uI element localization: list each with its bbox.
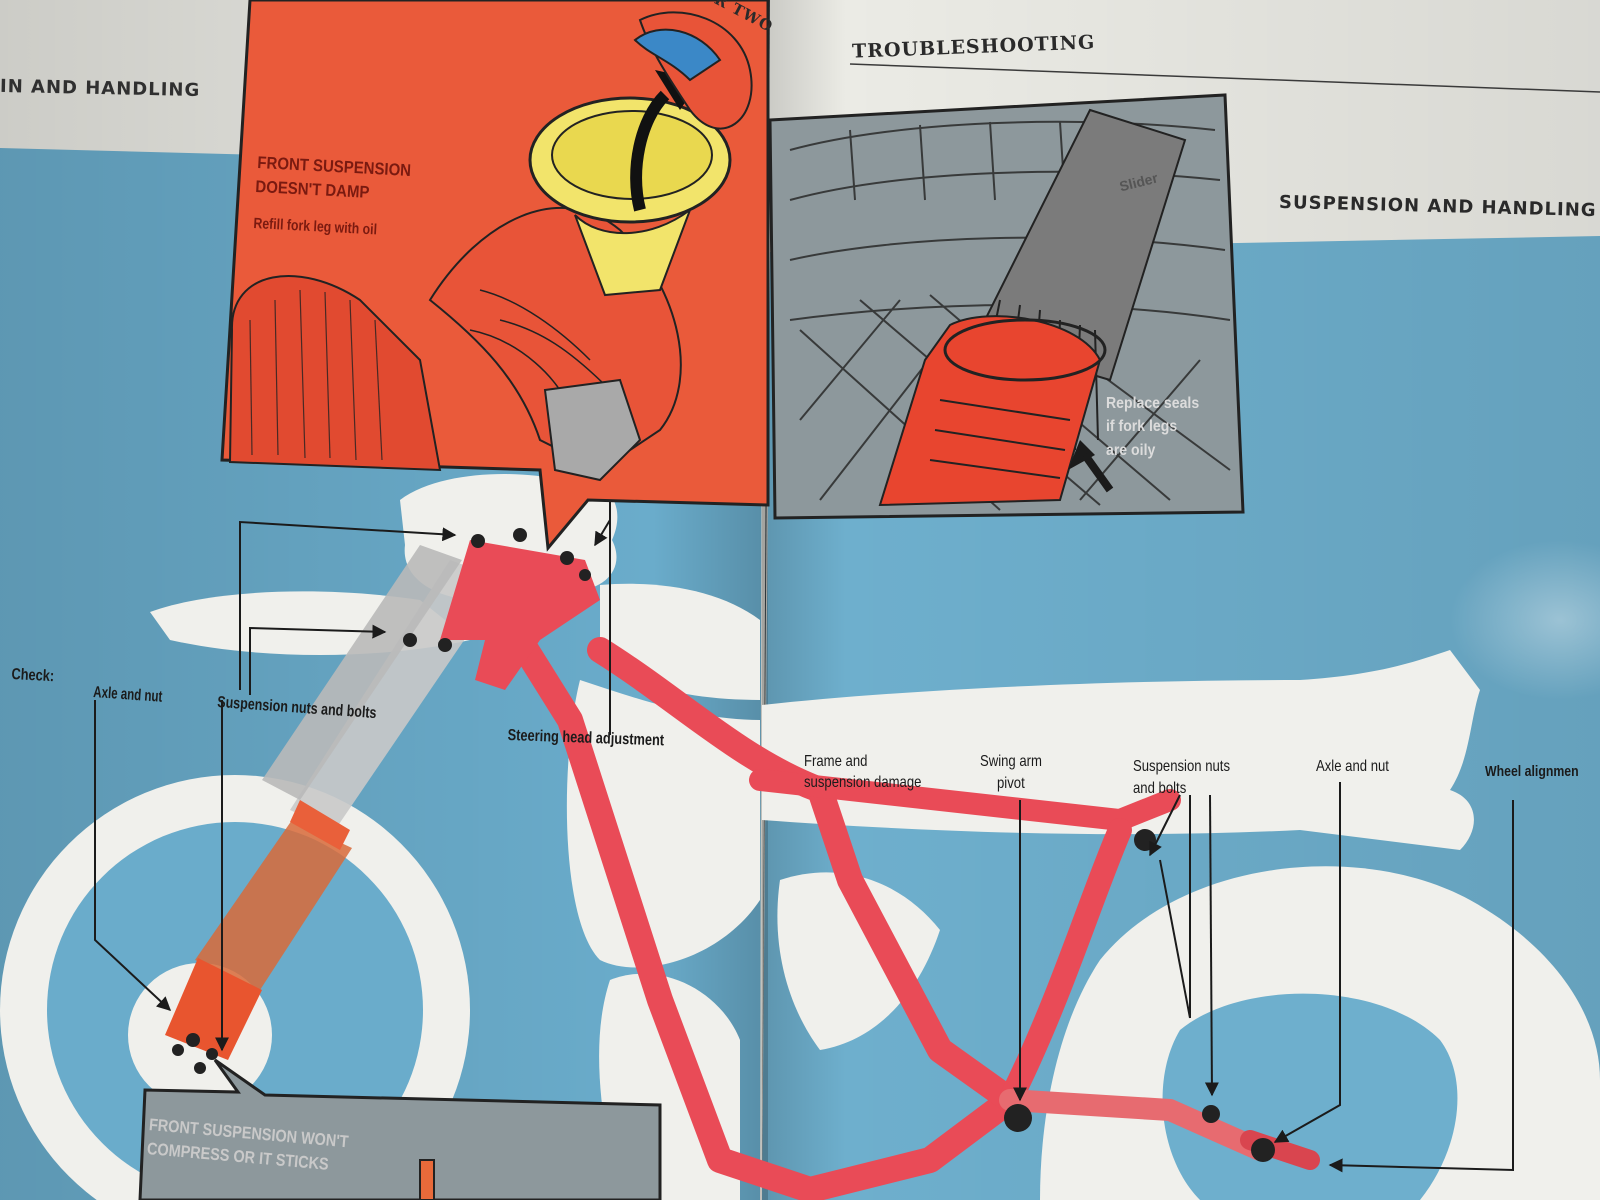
red-frame — [507, 627, 1320, 1200]
swing-arm-label-2: pivot — [997, 775, 1025, 792]
seal-caption-1: Replace seals — [1106, 395, 1200, 412]
rear-suspension-nuts-label-1: Suspension nuts — [1133, 758, 1231, 775]
swing-arm-pivot-dot — [1004, 1104, 1032, 1132]
rear-axle-dot — [1251, 1138, 1275, 1162]
swing-arm-label-1: Swing arm — [980, 753, 1042, 770]
steering-head — [403, 528, 600, 690]
wheel-alignment-label: Wheel alignmen — [1485, 763, 1579, 780]
seal-caption-3: are oily — [1106, 442, 1156, 459]
frame-damage-label-1: Frame and — [804, 753, 868, 770]
shock-bottom-mount — [1202, 1105, 1220, 1123]
panel-front-damp — [220, 0, 770, 552]
header-rule — [849, 63, 1600, 93]
left-running-header: IN AND HANDLING — [0, 75, 201, 102]
panel-front-compress — [138, 1058, 662, 1200]
rear-suspension-nuts-label-2: and bolts — [1133, 780, 1187, 797]
frame-damage-label-2: suspension damage — [804, 774, 922, 791]
rear-axle-label: Axle and nut — [1316, 758, 1389, 775]
photo-glare — [1450, 540, 1600, 700]
leader-lines — [94, 495, 1514, 1173]
check-label: Check: — [11, 665, 55, 686]
panel-fork-seals — [768, 93, 1245, 520]
seal-caption-2: if fork legs — [1106, 418, 1178, 435]
